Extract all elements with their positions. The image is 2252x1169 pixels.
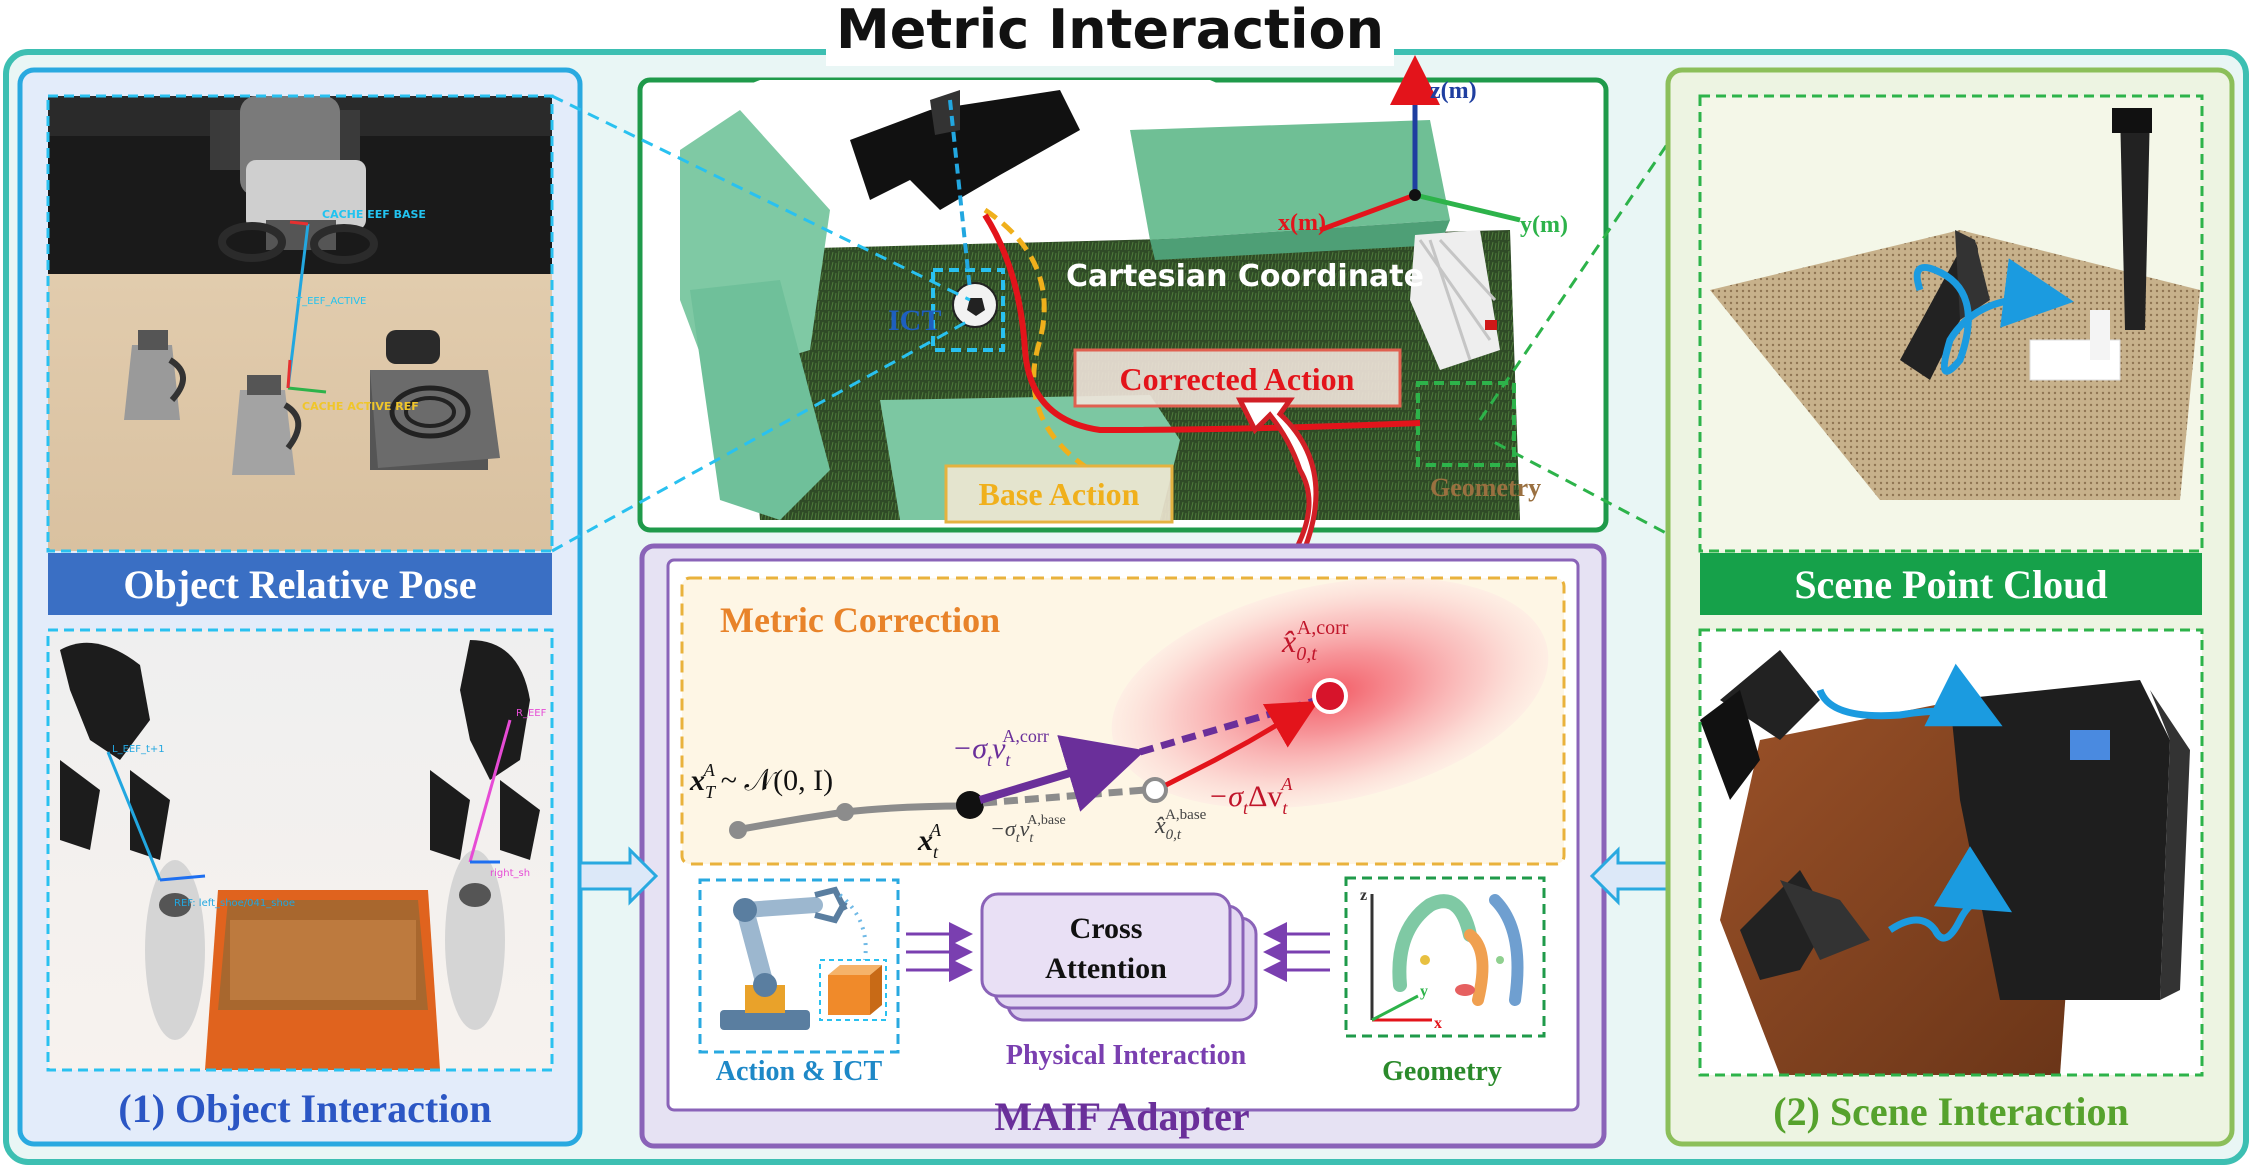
right-to-center-arrow — [1589, 846, 1670, 906]
geometry-label-top: Geometry — [1430, 473, 1541, 502]
point-cloud-dashed-border — [1698, 94, 2204, 553]
math-x0corr: x̂0,tA,corr — [1281, 617, 1349, 665]
center-top-panel: ICT Geometry z(m) x(m) y(m) Cartesian Co… — [637, 55, 1609, 533]
sim-label-t-eef-active: T_EEF_ACTIVE — [295, 296, 366, 307]
cross-attention-line2: Attention — [1045, 952, 1167, 985]
base-action-box — [944, 464, 1174, 524]
real-label-right-shoe: right_sh — [490, 868, 530, 879]
scene-point-cloud-text: Scene Point Cloud — [1794, 562, 2107, 607]
svg-text:x: x — [1434, 1015, 1442, 1032]
object-relative-pose-banner — [48, 553, 552, 615]
left-panel: CACHE EEF BASE T_EEF_ACTIVE CACHE ACTIVE… — [17, 67, 583, 1147]
right-panel: Scene Point Cloud (2) Scene Interaction — [1665, 67, 2235, 1147]
center-bottom-panel: Metric Correction xTA~ 𝒩(0, I) xtA −σtvt… — [639, 543, 1607, 1149]
ict-label: ICT — [888, 304, 941, 337]
figure-title: Metric Interaction — [836, 0, 1384, 61]
math-vcorr: −σtvtA,corr — [952, 726, 1049, 770]
sim-label-cache-active-ref: CACHE ACTIVE REF — [302, 400, 419, 413]
ict-box — [931, 268, 1005, 352]
physical-interaction-label: Physical Interaction — [1006, 1040, 1247, 1071]
point-cloud-image — [1700, 96, 2202, 551]
axis-z-label: z(m) — [1430, 78, 1477, 104]
cross-attention-block — [980, 892, 1232, 998]
real-image: L_EEF_t+1 R_EEF REF: left_shoe/041_shoe … — [48, 630, 552, 1070]
sim-image: CACHE EEF BASE T_EEF_ACTIVE CACHE ACTIVE… — [48, 96, 552, 551]
svg-text:y: y — [1420, 983, 1428, 1000]
axis-x-label: x(m) — [1278, 210, 1326, 236]
axis-y — [1414, 192, 1521, 223]
title-background — [826, 4, 1394, 66]
corrected-action-text: Corrected Action — [1120, 361, 1355, 397]
sim-label-cache-eef-base: CACHE EEF BASE — [322, 208, 426, 221]
base-action-text: Base Action — [979, 476, 1140, 512]
metric-correction-title: Metric Correction — [720, 600, 1000, 640]
math-xT: xTA~ 𝒩(0, I) — [689, 760, 833, 802]
object-interaction-caption: (1) Object Interaction — [118, 1086, 491, 1131]
axis-x — [1319, 192, 1416, 233]
real-label-l-eef: L_EEF_t+1 — [112, 744, 165, 755]
scene-interaction-caption: (2) Scene Interaction — [1773, 1089, 2128, 1134]
geometry-box-top — [1416, 381, 1516, 467]
real-label-left-shoe: REF: left_shoe/041_shoe — [174, 898, 295, 909]
math-dv: −σtΔvtA — [1208, 774, 1293, 818]
robot-arm-icon — [720, 886, 887, 1030]
real-scene-image — [1700, 630, 2202, 1075]
math-x0base: x̂0,tA,base — [1154, 807, 1207, 843]
svg-text:z: z — [1360, 887, 1367, 904]
left-to-center-arrow — [578, 846, 659, 906]
geometry-point-cloud-icon: z x y — [1360, 887, 1524, 1032]
geometry-label-bottom: Geometry — [1382, 1056, 1502, 1087]
maif-adapter-caption: MAIF Adapter — [994, 1094, 1249, 1139]
base-action-path — [983, 207, 1092, 473]
cartesian-coordinate-label: Cartesian Coordinate — [1066, 259, 1424, 294]
cross-attention-line1: Cross — [1070, 912, 1143, 945]
real-scene-dashed-border — [1698, 628, 2204, 1077]
action-ict-label: Action & ICT — [716, 1056, 883, 1087]
scene-point-cloud-banner — [1700, 553, 2202, 615]
real-label-r-eef: R_EEF — [516, 708, 547, 719]
math-xt: xtA — [917, 820, 942, 862]
corrected-action-box — [1073, 348, 1402, 408]
object-relative-pose-text: Object Relative Pose — [123, 562, 476, 607]
math-vbase: −σtvtA,base — [990, 813, 1066, 846]
real-image-dashed-border — [46, 628, 554, 1072]
axis-y-label: y(m) — [1520, 212, 1568, 238]
